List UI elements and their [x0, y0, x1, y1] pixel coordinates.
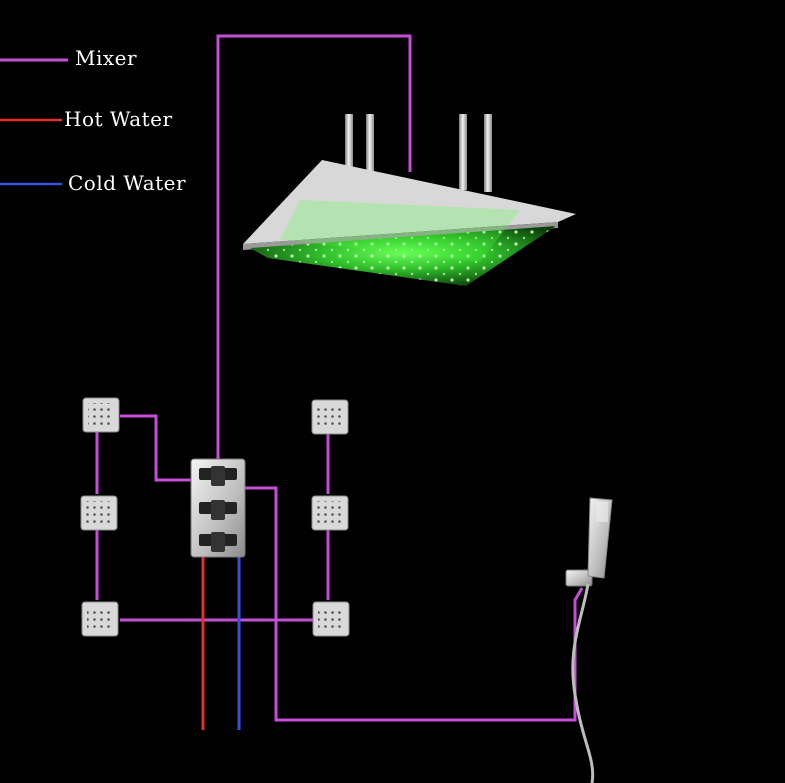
body-spray-jet	[311, 495, 349, 531]
valve-handle	[199, 466, 237, 486]
legend-label-mixer: Mixer	[75, 46, 138, 70]
led-rain-shower-head	[243, 160, 576, 286]
handheld-shower	[565, 497, 613, 783]
legend-label-hot-water: Hot Water	[64, 107, 173, 131]
body-spray-jet	[312, 601, 350, 637]
valve-handle	[199, 500, 237, 520]
body-spray-jet	[81, 601, 119, 637]
mixer-pipes	[95, 34, 584, 722]
valve-handle	[199, 532, 237, 552]
three-handle-mixer-valve	[190, 458, 246, 558]
body-spray-jet	[80, 495, 118, 531]
body-spray-jet	[82, 397, 120, 433]
legend-label-cold-water: Cold Water	[68, 171, 187, 195]
legend	[0, 58, 68, 186]
ceiling-arms	[345, 114, 492, 192]
body-spray-jet	[311, 399, 349, 435]
